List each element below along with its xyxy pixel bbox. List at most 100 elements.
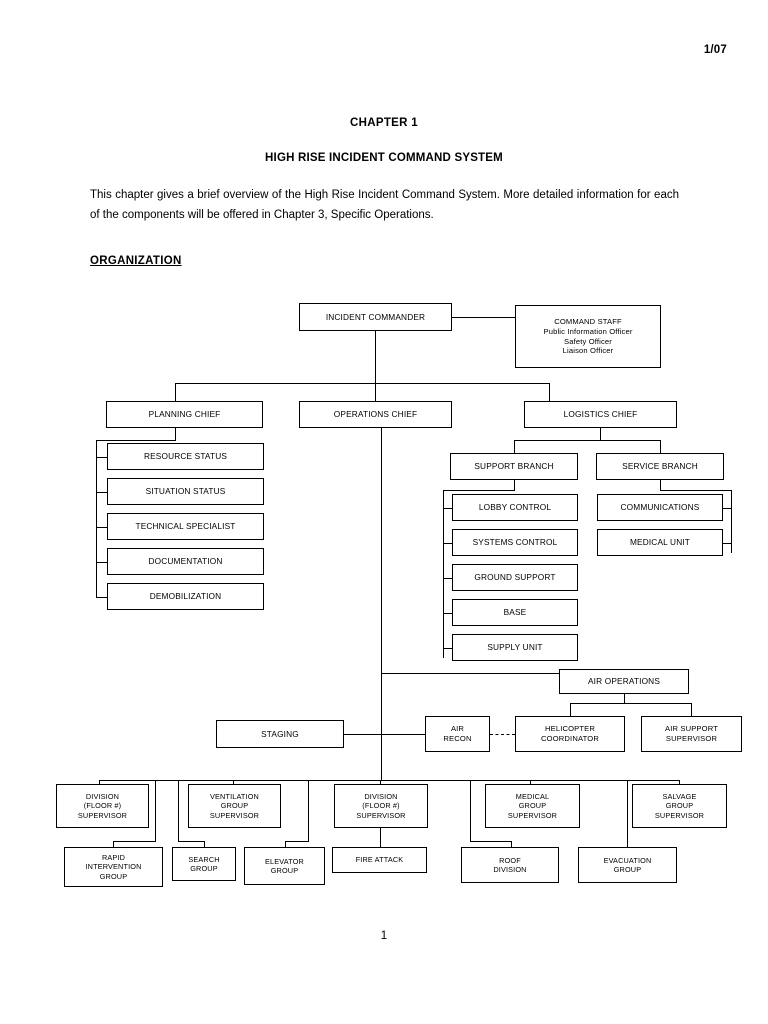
rig-line-1: RAPID [101, 852, 126, 862]
node-salvage-group-supervisor[interactable]: SALVAGE GROUP SUPERVISOR [632, 784, 727, 828]
node-medical-unit[interactable]: MEDICAL UNIT [597, 529, 723, 556]
connector-logistics-down [600, 428, 601, 440]
section-heading-organization: ORGANIZATION [90, 255, 182, 267]
node-medical-group-supervisor[interactable]: MEDICAL GROUP SUPERVISOR [485, 784, 580, 828]
node-base[interactable]: BASE [452, 599, 578, 626]
helicopter-coordinator-line-2: COORDINATOR [541, 734, 599, 743]
connector-logistics-to-service [660, 440, 661, 453]
connector-service-rail [731, 490, 732, 553]
connector-planning-down [175, 428, 176, 440]
connector-staging-to-spine [344, 734, 425, 735]
node-division-floor-supervisor-1[interactable]: DIVISION (FLOOR #) SUPERVISOR [56, 784, 149, 828]
connector-roof-bend [470, 841, 512, 842]
node-demobilization[interactable]: DEMOBILIZATION [107, 583, 264, 610]
node-ground-support[interactable]: GROUND SUPPORT [452, 564, 578, 591]
node-documentation[interactable]: DOCUMENTATION [107, 548, 264, 575]
connector-logistics-bus [514, 440, 660, 441]
division-1-line-2: (FLOOR #) [83, 801, 122, 811]
connector-planning-child-3 [96, 527, 107, 528]
connector-logistics-to-support [514, 440, 515, 453]
connector-air-operations-bus [570, 703, 692, 704]
medical-group-line-2: GROUP [518, 801, 547, 811]
connector-planning-child-4 [96, 562, 107, 563]
node-logistics-chief[interactable]: LOGISTICS CHIEF [524, 401, 677, 428]
search-group-line-2: GROUP [190, 864, 218, 873]
node-elevator-group[interactable]: ELEVATOR GROUP [244, 847, 325, 885]
connector-chiefs-bus [175, 383, 550, 384]
search-group-line-1: SEARCH [188, 854, 220, 864]
command-staff-role-pio: Public Information Officer [543, 326, 633, 336]
connector-elevator-stub [285, 841, 286, 847]
helicopter-coordinator-line-1: HELICOPTER [544, 724, 596, 734]
connector-div2-to-fire-attack [380, 828, 381, 847]
node-technical-specialist[interactable]: TECHNICAL SPECIALIST [107, 513, 264, 540]
elevator-group-line-2: GROUP [270, 866, 299, 875]
date-stamp: 1/07 [703, 44, 727, 56]
node-air-support-supervisor[interactable]: AIR SUPPORT SUPERVISOR [641, 716, 742, 752]
node-communications[interactable]: COMMUNICATIONS [597, 494, 723, 521]
connector-service-child-1 [722, 508, 732, 509]
node-fire-attack[interactable]: FIRE ATTACK [332, 847, 427, 873]
connector-ic-down [375, 331, 376, 383]
division-2-line-1: DIVISION [364, 791, 398, 801]
node-situation-status[interactable]: SITUATION STATUS [107, 478, 264, 505]
node-air-recon[interactable]: AIR RECON [425, 716, 490, 752]
node-operations-chief[interactable]: OPERATIONS CHIEF [299, 401, 452, 428]
connector-div1-rail [155, 780, 156, 841]
connector-operations-spine [381, 428, 382, 780]
connector-support-child-4 [443, 613, 452, 614]
air-support-line-2: SUPERVISOR [665, 734, 718, 743]
node-rapid-intervention-group[interactable]: RAPID INTERVENTION GROUP [64, 847, 163, 887]
connector-service-child-2 [722, 543, 732, 544]
connector-planning-child-2 [96, 492, 107, 493]
connector-ventilation-to-elevator [285, 841, 309, 842]
salvage-group-line-2: GROUP [665, 801, 694, 811]
node-search-group[interactable]: SEARCH GROUP [172, 847, 236, 881]
node-evacuation-group[interactable]: EVACUATION GROUP [578, 847, 677, 883]
node-planning-chief[interactable]: PLANNING CHIEF [106, 401, 263, 428]
connector-support-child-1 [443, 508, 452, 509]
connector-bus-to-operations [375, 383, 376, 403]
medical-group-line-1: MEDICAL [515, 791, 550, 801]
division-2-line-2: (FLOOR #) [362, 801, 400, 811]
node-service-branch[interactable]: SERVICE BRANCH [596, 453, 724, 480]
node-division-floor-supervisor-2[interactable]: DIVISION (FLOOR #) SUPERVISOR [334, 784, 428, 828]
connector-bus-to-planning [175, 383, 176, 403]
node-staging[interactable]: STAGING [216, 720, 344, 748]
connector-roof-rail [470, 780, 471, 841]
connector-air-operations-down [624, 694, 625, 703]
division-2-line-3: SUPERVISOR [356, 810, 406, 820]
node-systems-control[interactable]: SYSTEMS CONTROL [452, 529, 578, 556]
connector-support-to-rail [443, 490, 515, 491]
air-recon-line-1: AIR [450, 724, 465, 734]
node-support-branch[interactable]: SUPPORT BRANCH [450, 453, 578, 480]
ventilation-line-2: GROUP [220, 801, 249, 811]
connector-air-recon-to-helicopter-dashed [490, 734, 515, 735]
node-helicopter-coordinator[interactable]: HELICOPTER COORDINATOR [515, 716, 625, 752]
connector-bus-to-logistics [549, 383, 550, 403]
connector-planning-child-5 [96, 597, 107, 598]
node-incident-commander[interactable]: INCIDENT COMMANDER [299, 303, 452, 331]
node-air-operations[interactable]: AIR OPERATIONS [559, 669, 689, 694]
ventilation-line-3: SUPERVISOR [209, 810, 260, 820]
intro-paragraph: This chapter gives a brief overview of t… [90, 189, 679, 221]
evacuation-group-line-2: GROUP [613, 865, 642, 874]
node-lobby-control[interactable]: LOBBY CONTROL [452, 494, 578, 521]
connector-search-stub [204, 841, 205, 847]
connector-rig-stub [113, 841, 114, 847]
roof-division-line-2: DIVISION [493, 865, 527, 874]
node-ventilation-group-supervisor[interactable]: VENTILATION GROUP SUPERVISOR [188, 784, 281, 828]
ventilation-line-1: VENTILATION [210, 791, 259, 801]
connector-planning-rail [96, 440, 97, 598]
node-resource-status[interactable]: RESOURCE STATUS [107, 443, 264, 470]
node-supply-unit[interactable]: SUPPLY UNIT [452, 634, 578, 661]
division-1-line-1: DIVISION [85, 791, 120, 801]
node-command-staff[interactable]: COMMAND STAFF Public Information Officer… [515, 305, 661, 368]
connector-support-child-2 [443, 543, 452, 544]
connector-service-to-rail [660, 490, 732, 491]
connector-spine-to-air-operations [381, 673, 559, 674]
document-title: HIGH RISE INCIDENT COMMAND SYSTEM [265, 152, 503, 164]
medical-group-line-3: SUPERVISOR [507, 810, 558, 820]
connector-support-rail [443, 490, 444, 658]
node-roof-division[interactable]: ROOF DIVISION [461, 847, 559, 883]
